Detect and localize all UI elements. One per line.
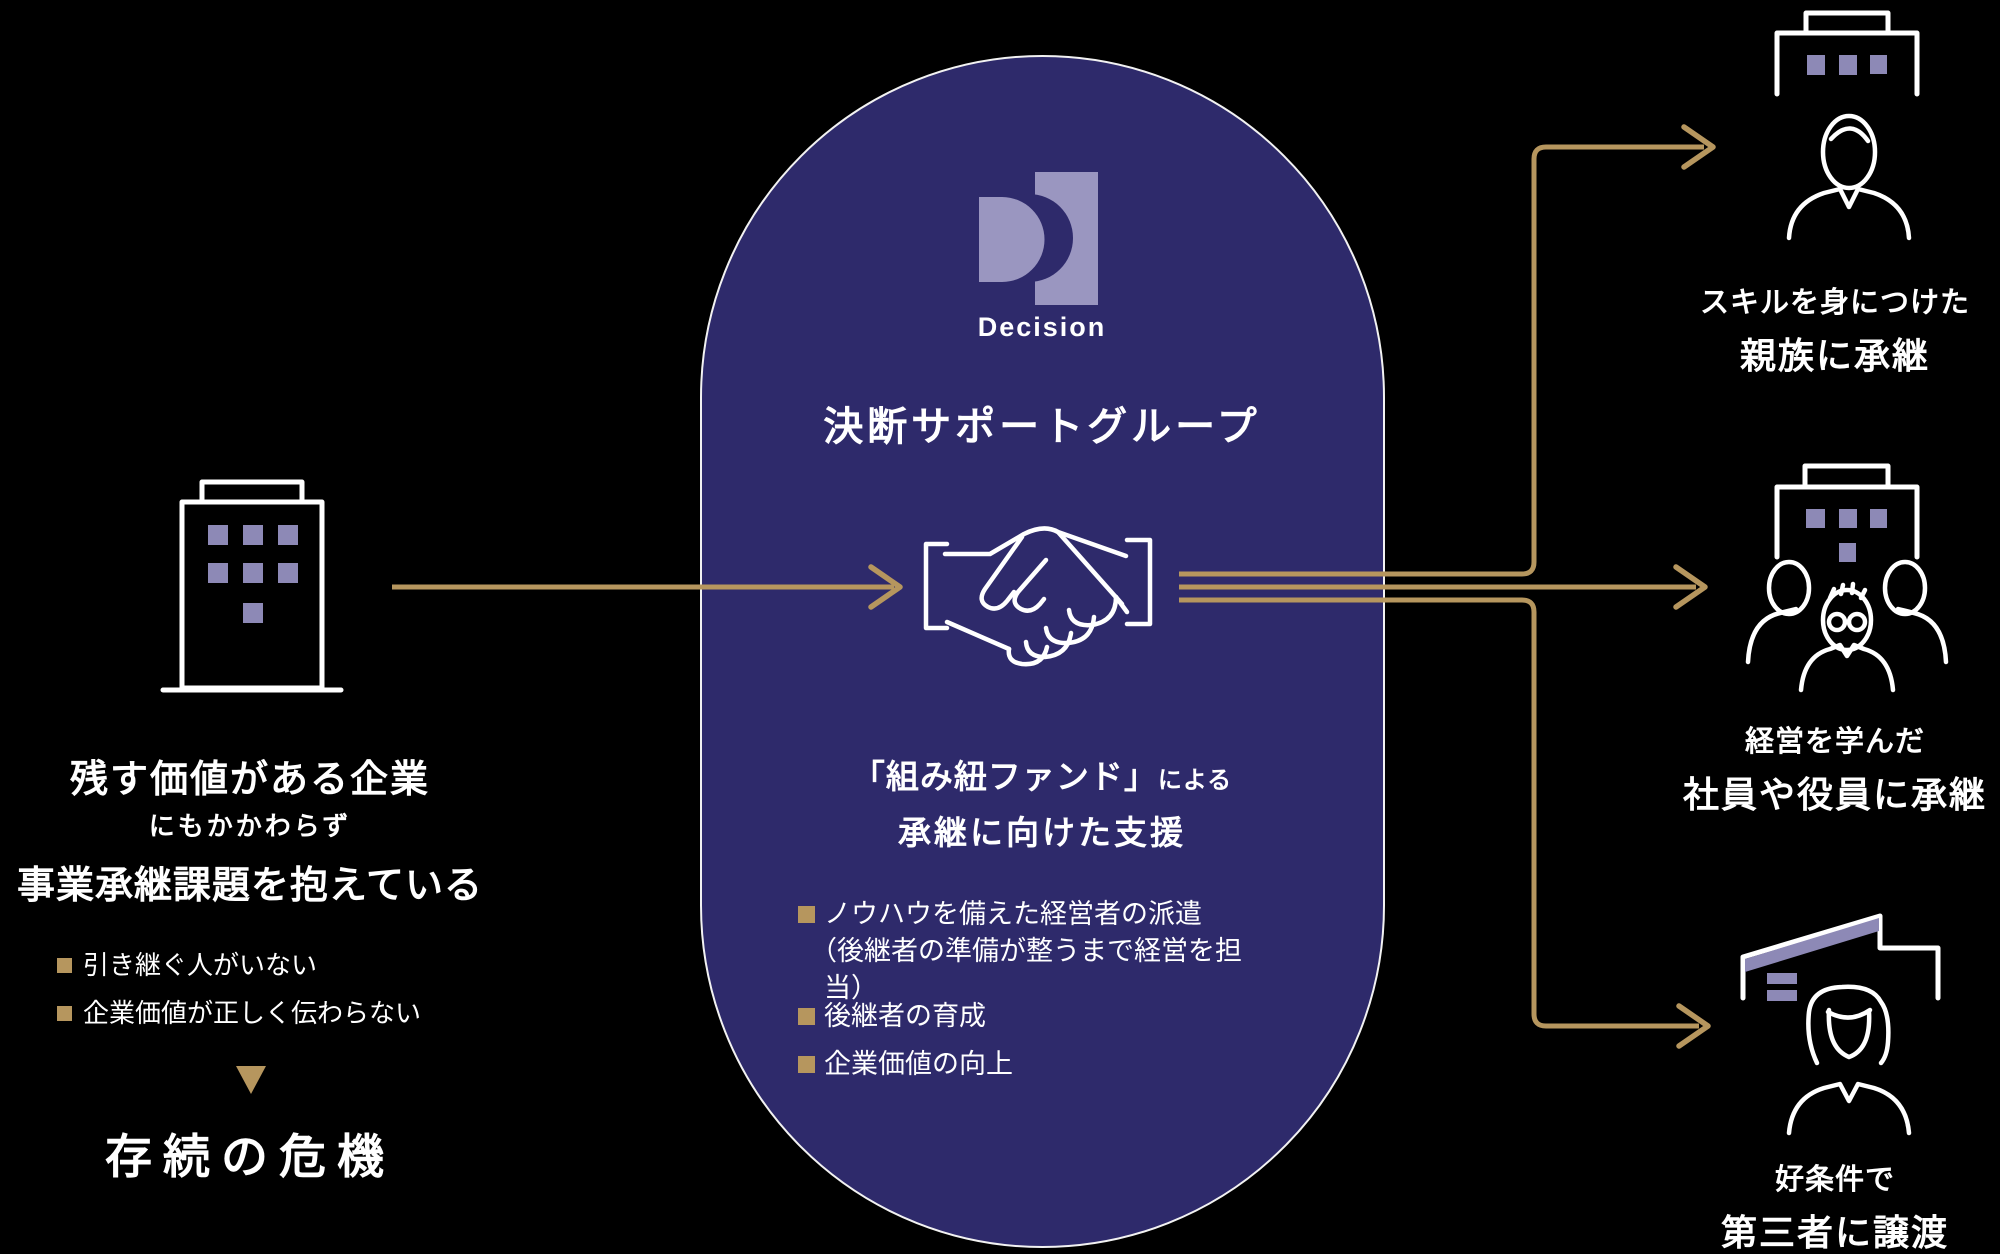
left-headline-line1: 残す価値がある企業	[69, 759, 430, 801]
gold-bullet-icon	[798, 1008, 815, 1025]
outcome-line2: 社員や役員に承継	[1682, 774, 1987, 815]
arrow-left-to-pill	[392, 564, 903, 610]
support-item: 後継者の育成	[798, 998, 1278, 1035]
arrow-pill-to-middle-outcome	[1179, 564, 1708, 610]
building-and-woman-icon	[1740, 913, 1941, 1136]
left-result-text: 存続の危機	[105, 1132, 395, 1184]
decision-logo	[979, 172, 1098, 305]
support-label: 企業価値の向上	[824, 1049, 1013, 1079]
outcome-line2: 第三者に譲渡	[1720, 1212, 1949, 1253]
building-and-person-icon	[1774, 10, 1920, 241]
outcome-line1: スキルを身につけた	[1699, 287, 1970, 319]
support-label: ノウハウを備えた経営者の派遣	[824, 899, 1202, 929]
support-item: ノウハウを備えた経営者の派遣 （後継者の準備が整うまで経営を担当）	[798, 896, 1278, 1007]
issue-item: 企業価値が正しく伝わらない	[57, 997, 421, 1030]
office-building-icon	[160, 479, 344, 693]
issue-label: 引き継ぐ人がいない	[83, 950, 318, 980]
left-headline-line3: 事業承継課題を抱えている	[16, 865, 484, 907]
outcome-line1: 好条件で	[1774, 1164, 1895, 1196]
gold-bullet-icon	[798, 906, 815, 923]
handshake-icon	[923, 526, 1153, 667]
issue-label: 企業価値が正しく伝わらない	[83, 998, 422, 1028]
fund-suffix: による	[1157, 767, 1233, 794]
brand-wordmark: Decision	[977, 312, 1107, 342]
support-label: 後継者の育成	[824, 1001, 986, 1031]
outcome-line1: 経営を学んだ	[1744, 726, 1925, 758]
gold-bullet-icon	[57, 958, 72, 973]
outcome-label: スキルを身につけた 親族に承継	[1670, 279, 2000, 379]
gold-bullet-icon	[798, 1056, 815, 1073]
issue-item: 引き継ぐ人がいない	[57, 949, 317, 982]
building-and-people-icon	[1745, 463, 1949, 693]
outcome-label: 経営を学んだ 社員や役員に承継	[1670, 718, 2000, 818]
left-headline-line2: にもかかわらず	[148, 811, 352, 841]
arrow-pill-to-top-outcome	[1179, 124, 1716, 577]
support-note: （後継者の準備が整うまで経営を担当）	[810, 936, 1242, 1003]
outcome-label: 好条件で 第三者に譲渡	[1670, 1156, 2000, 1254]
fund-name: 「組み紐ファンド」	[851, 758, 1158, 795]
outcome-line2: 親族に承継	[1739, 335, 1930, 376]
support-item: 企業価値の向上	[798, 1046, 1278, 1083]
gold-bullet-icon	[57, 1006, 72, 1021]
pill-title: 決断サポートグループ	[823, 405, 1261, 449]
down-triangle-icon	[236, 1066, 266, 1094]
pill-subtitle-line1: 「組み紐ファンド」による	[742, 750, 1342, 798]
pill-subtitle-line2: 承継に向けた支援	[898, 814, 1186, 851]
arrow-pill-to-bottom-outcome	[1179, 597, 1711, 1049]
